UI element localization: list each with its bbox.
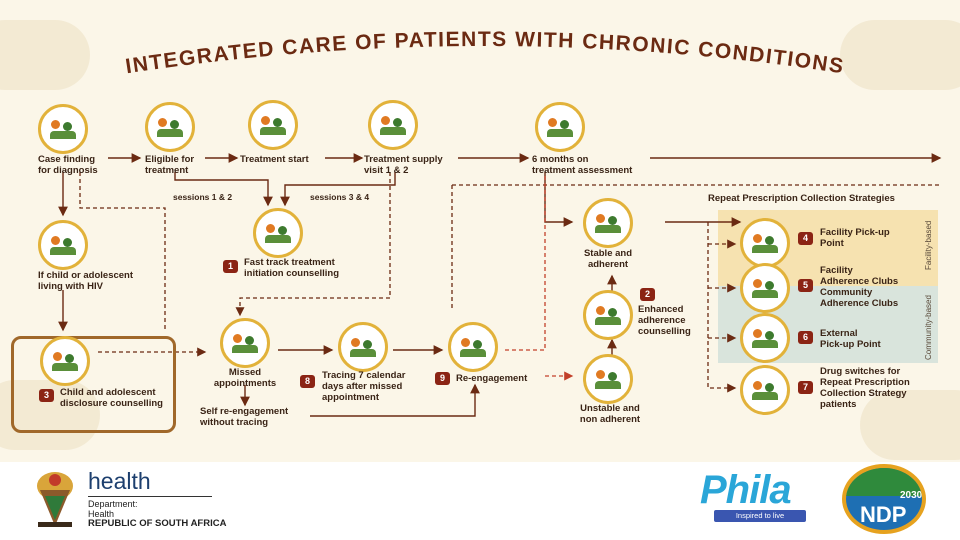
step-badge-1: 1 bbox=[223, 260, 238, 273]
ndp-emblem: 2030 NDP bbox=[842, 464, 926, 534]
hand-decoration-bottom-right bbox=[860, 390, 960, 460]
department-text: Department:Health bbox=[88, 499, 138, 519]
case-finding-icon bbox=[38, 104, 88, 154]
page-title: INTEGRATED CARE OF PATIENTS WITH CHRONIC… bbox=[124, 28, 845, 78]
arrow-sessions-3-4 bbox=[280, 172, 396, 207]
step-badge-2: 2 bbox=[640, 288, 655, 301]
rpcs-title: Repeat Prescription Collection Strategie… bbox=[708, 193, 895, 204]
adherence-clubs-icon bbox=[740, 263, 790, 313]
ndp-2030-logo: 2030 NDP bbox=[834, 462, 934, 536]
country-text: REPUBLIC OF SOUTH AFRICA bbox=[88, 518, 227, 529]
phila-logo: Phila Inspired to live bbox=[700, 468, 818, 526]
step-badge-3: 3 bbox=[39, 389, 54, 402]
flow-arrows bbox=[58, 153, 942, 417]
dashed-supply-to-missed bbox=[235, 172, 391, 317]
six-months-icon bbox=[535, 102, 585, 152]
external-pickup-icon bbox=[740, 313, 790, 363]
diagram-panel: Facility-based Community-based INTEGRATE… bbox=[0, 0, 960, 462]
arrow-sessions-1-2 bbox=[174, 172, 273, 207]
step-badge-8: 8 bbox=[300, 375, 315, 388]
reengagement-label: Re-engagement bbox=[456, 373, 528, 384]
department-of-health-logo: health Department:Health REPUBLIC OF SOU… bbox=[30, 466, 226, 530]
health-divider bbox=[88, 496, 212, 497]
eligible-icon bbox=[145, 102, 195, 152]
phila-wordmark: Phila bbox=[700, 468, 792, 512]
sessions-1-2-label: sessions 1 & 2 bbox=[173, 192, 233, 202]
child-hiv-icon bbox=[38, 220, 88, 270]
hand-decoration-left bbox=[0, 20, 90, 90]
dashed-to-drug-switch bbox=[707, 222, 737, 393]
step-badge-9: 9 bbox=[435, 372, 450, 385]
drug-switch-icon bbox=[740, 365, 790, 415]
disclosure-highlight-box bbox=[11, 336, 176, 433]
treatment-supply-icon bbox=[368, 100, 418, 150]
disclosure-icon bbox=[40, 336, 90, 386]
dashed-case-link bbox=[79, 172, 166, 330]
phila-tagline: Inspired to live bbox=[714, 510, 806, 522]
unstable-icon bbox=[583, 354, 633, 404]
enhanced-adherence-icon bbox=[583, 290, 633, 340]
step-badge-6: 6 bbox=[798, 331, 813, 344]
sessions-3-4-label: sessions 3 & 4 bbox=[310, 192, 370, 202]
step-badge-7: 7 bbox=[798, 381, 813, 394]
ndp-wordmark: NDP bbox=[860, 502, 907, 527]
coat-of-arms-icon bbox=[37, 472, 73, 527]
dashed-red-reengage-up bbox=[505, 175, 546, 351]
treatment-start-icon bbox=[248, 100, 298, 150]
fast-track-icon bbox=[253, 208, 303, 258]
stable-icon bbox=[583, 198, 633, 248]
treatment-start-label: Treatment start bbox=[240, 154, 309, 165]
arrow-self-to-reengage bbox=[310, 383, 480, 417]
reengagement-icon bbox=[448, 322, 498, 372]
hand-decoration-right bbox=[840, 20, 960, 90]
step-badge-4: 4 bbox=[798, 232, 813, 245]
health-wordmark: health bbox=[88, 468, 151, 494]
ndp-year: 2030 bbox=[900, 490, 923, 501]
facility-pickup-icon bbox=[740, 218, 790, 268]
tracing-icon bbox=[338, 322, 388, 372]
missed-appointments-icon bbox=[220, 318, 270, 368]
arrow-to-stable bbox=[544, 172, 574, 227]
step-badge-5: 5 bbox=[798, 279, 813, 292]
